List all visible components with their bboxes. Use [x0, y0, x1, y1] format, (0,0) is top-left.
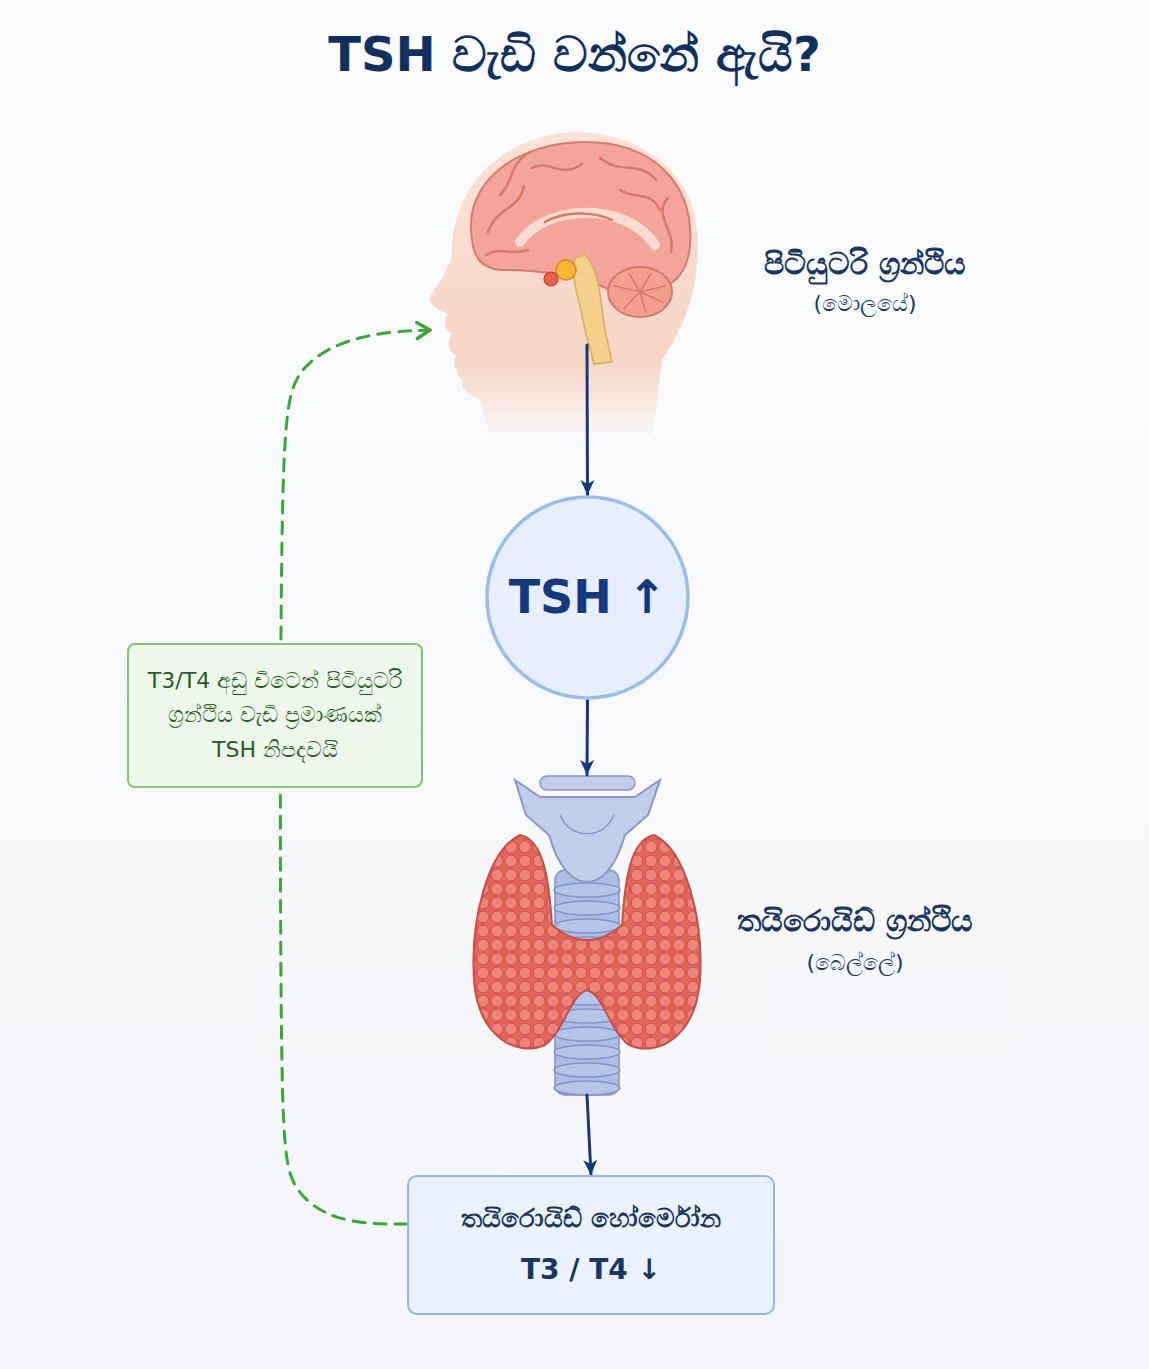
brainstem [574, 255, 612, 364]
hormone-box: තයිරොයිඩ් හෝර්මෝන T3 / T4 ↓ [407, 1175, 775, 1315]
cerebellum-fold [640, 292, 664, 303]
thyroid-gland [473, 835, 700, 1049]
head-profile [429, 132, 698, 440]
cerebellum-folds [613, 273, 666, 313]
trachea-ring [554, 1063, 620, 1077]
circle-label: TSH ↑ [509, 568, 667, 628]
pituitary-gland [556, 260, 576, 280]
trachea-ring [554, 1027, 620, 1041]
brain-fold [662, 198, 671, 252]
hyoid-bone [540, 776, 635, 790]
pituitary-node: පිටියුටරි ග්‍රන්ථිය(මොලයේ) [430, 130, 744, 345]
circle-shape [487, 497, 688, 698]
corpus-callosum [520, 213, 655, 245]
node-heading: තයිරොයිඩ් ග්‍රන්ථිය [720, 901, 990, 940]
brain-folds [486, 152, 672, 255]
brain-fold [488, 186, 524, 232]
cerebellum-fold [629, 273, 640, 292]
trachea-ring [554, 1045, 620, 1059]
cerebellum-fold [640, 292, 646, 313]
trachea-ring [554, 901, 620, 915]
cerebellum-fold [640, 286, 667, 292]
trachea-ring [554, 1081, 620, 1095]
diagram-title: TSH වැඩි වන්නේ ඇයි? [0, 26, 1149, 84]
flow-arrow [587, 1095, 591, 1175]
node-subtext: (මොලයේ) [720, 290, 1010, 319]
brain-fold [600, 158, 656, 180]
trachea-ring [554, 883, 620, 897]
node-subtext: (බෙල්ලේ) [720, 949, 990, 978]
thyroid-illustration [473, 776, 700, 1095]
larynx-ridge [560, 815, 614, 834]
node-heading: පිටියුටරි ග්‍රන්ථිය [720, 244, 1010, 283]
brain-fold [620, 190, 660, 210]
trachea-ring [554, 919, 620, 933]
cerebellum [608, 267, 672, 317]
head-illustration [429, 132, 698, 440]
thyroid-node: තයිරොයිඩ් ග්‍රන්ථිය(බෙල්ලේ) [474, 775, 700, 1095]
hormone-circle: TSH ↑ [485, 495, 690, 700]
cerebellum-fold [624, 292, 640, 309]
flow-arrow [586, 345, 590, 495]
brain-fold [545, 213, 612, 222]
box-value: T3 / T4 ↓ [521, 1252, 661, 1288]
brain-fold [486, 250, 528, 255]
hypothalamus [544, 272, 558, 286]
box-heading: තයිරොයිඩ් හෝර්මෝන [461, 1202, 721, 1236]
brain-fold [532, 164, 582, 170]
brain-fold [500, 152, 530, 195]
edge-label: T3/T4 අඩු විටෙන් පිටියුටරි ග්‍රන්ථිය වැඩ… [127, 643, 423, 788]
flow-arrow [586, 700, 590, 775]
